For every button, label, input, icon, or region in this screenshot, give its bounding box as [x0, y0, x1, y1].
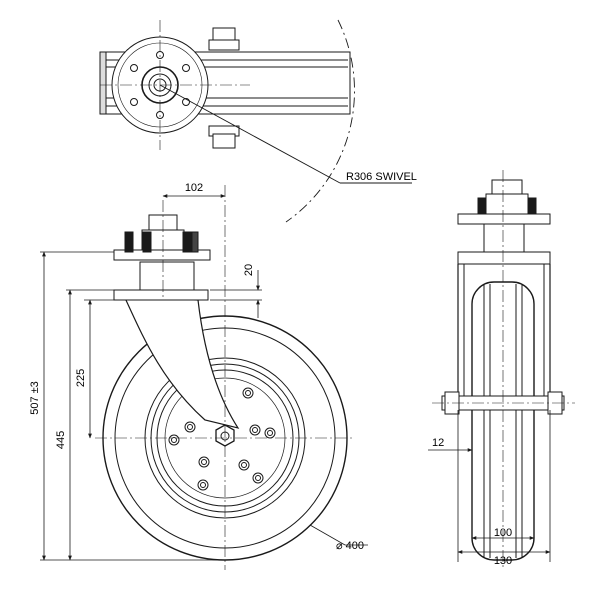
swivel-plate [113, 289, 209, 301]
dim-swivel-label: R306 SWIVEL [346, 171, 417, 183]
top-view [99, 19, 412, 223]
side-view [432, 170, 575, 570]
dim-overall-height-label: 507 ±3 [29, 381, 41, 415]
dim-axle-height-label: 445 [55, 431, 67, 449]
dim-tread-width-label: 100 [494, 527, 512, 539]
side-fork [457, 251, 551, 265]
swivel-leader [159, 84, 341, 184]
dim-overall-width-label: 130 [494, 555, 512, 567]
front-view [95, 185, 355, 570]
swivel-radius-arc [285, 19, 355, 223]
dim-wheel-diameter-label: ⌀ 400 [336, 540, 364, 552]
dim-offset-label: 102 [185, 182, 203, 194]
dim-axle-offset-label: 12 [432, 437, 444, 449]
fork-arm [124, 297, 240, 429]
dimension-lines [40, 194, 551, 562]
dim-plate-thickness-label: 20 [243, 264, 255, 276]
dim-pivot-height-label: 225 [75, 369, 87, 387]
side-mount-plate [457, 213, 551, 225]
rim-bolts [168, 387, 276, 491]
